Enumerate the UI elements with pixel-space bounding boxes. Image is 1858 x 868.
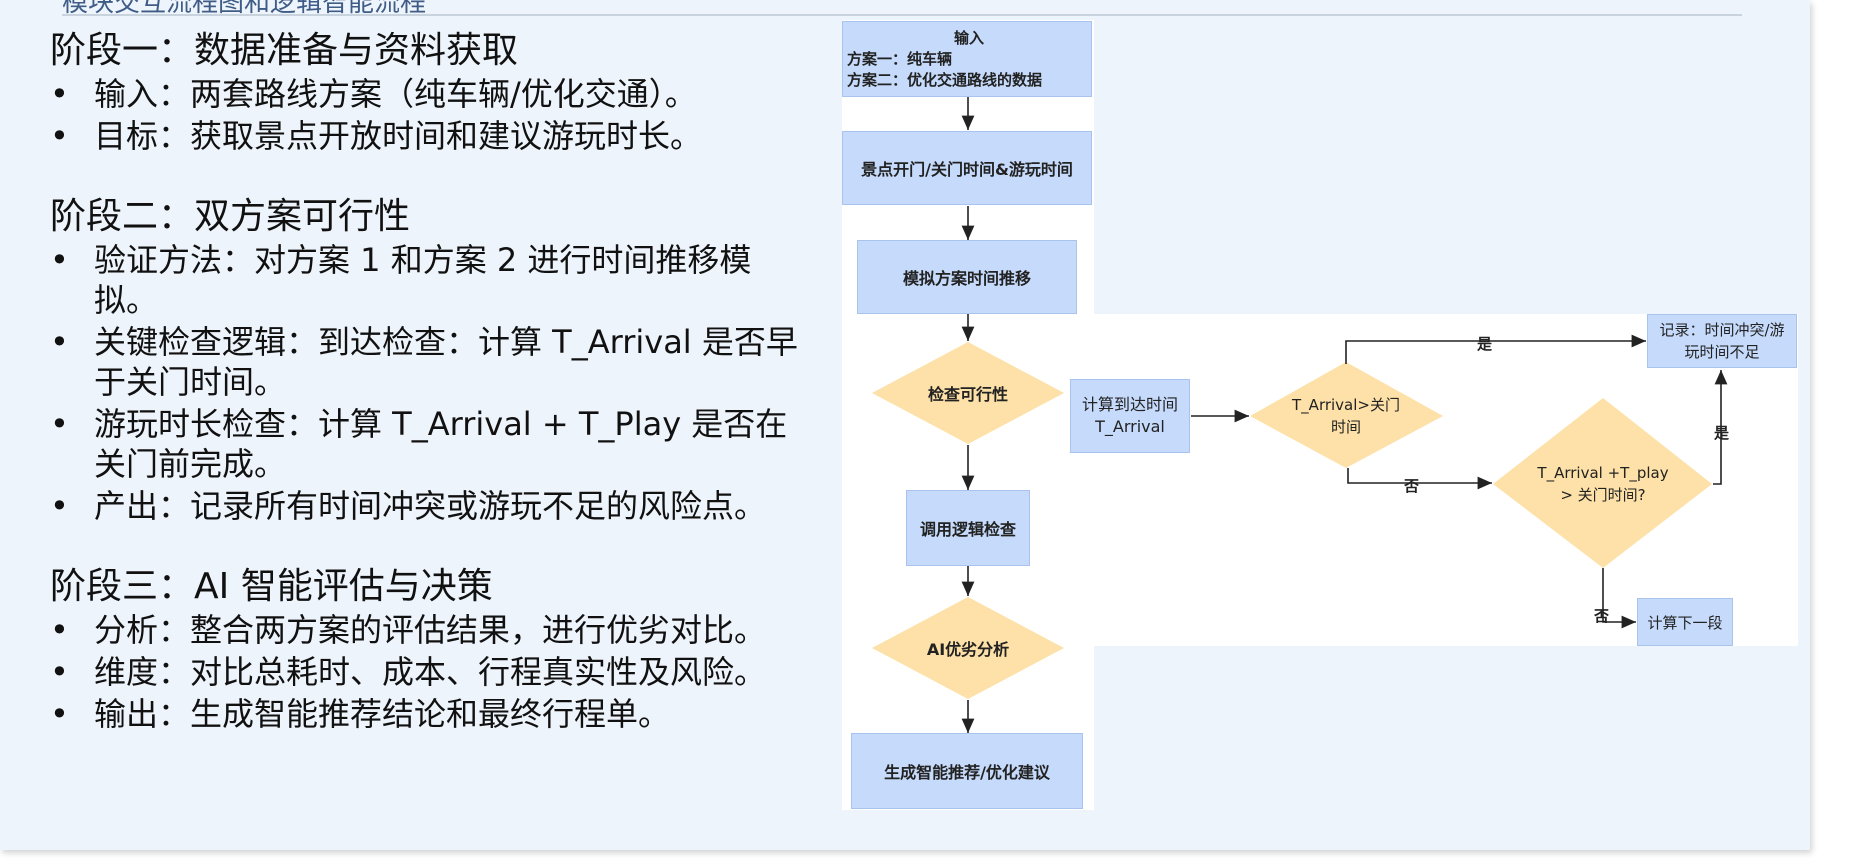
input-box-line-1: 方案一：纯车辆 bbox=[847, 49, 953, 68]
input-box-title: 输入 bbox=[953, 28, 984, 47]
label-play-no: 否 bbox=[1594, 607, 1610, 625]
stage-1-title: 阶段一：数据准备与资料获取 bbox=[50, 30, 519, 71]
arrow-play-yes bbox=[1713, 370, 1728, 485]
diamond-play-shape bbox=[1493, 398, 1712, 568]
bullet-dot-icon: • bbox=[50, 611, 69, 649]
input-box: 输入 方案一：纯车辆 方案二：优化交通路线的数据 bbox=[842, 21, 1092, 97]
stage-3-title: 阶段三：AI 智能评估与决策 bbox=[50, 566, 493, 607]
label-arrival-no: 否 bbox=[1404, 477, 1420, 495]
header-rule bbox=[62, 14, 1742, 16]
slide: 模块交互流程图和逻辑智能流程 阶段一：数据准备与资料获取 •输入：两套路线方案（… bbox=[0, 0, 1810, 850]
diamond-arrival-shape bbox=[1250, 362, 1443, 468]
step-simulate-box: 模拟方案时间推移 bbox=[857, 240, 1077, 314]
diamond-ai-label: AI优劣分析 bbox=[926, 640, 1010, 659]
header-title-fragment: 模块交互流程图和逻辑智能流程 bbox=[62, 0, 427, 18]
diamond-ai-shape bbox=[872, 597, 1064, 699]
step-logic-box: 调用逻辑检查 bbox=[906, 490, 1030, 566]
next-segment-box: 计算下一段 bbox=[1637, 598, 1733, 646]
stage-2-bullet: •游玩时长检查：计算 T_Arrival + T_Play 是否在关门前完成。 bbox=[50, 405, 788, 483]
record-box: 记录：时间冲突/游 玩时间不足 bbox=[1647, 314, 1797, 368]
stage-2-bullet: •产出：记录所有时间冲突或游玩不足的风险点。 bbox=[50, 487, 767, 525]
stage-1-bullets: •输入：两套路线方案（纯车辆/优化交通）。 •目标：获取景点开放时间和建议游玩时… bbox=[50, 74, 810, 156]
step-generate-box: 生成智能推荐/优化建议 bbox=[851, 733, 1083, 809]
stage-3-bullets: •分析：整合两方案的评估结果，进行优劣对比。 •维度：对比总耗时、成本、行程真实… bbox=[50, 610, 810, 734]
bullet-dot-icon: • bbox=[50, 323, 69, 361]
stage-2-bullet: •验证方法：对方案 1 和方案 2 进行时间推移模拟。 bbox=[50, 241, 752, 319]
bullet-dot-icon: • bbox=[50, 487, 69, 525]
input-box-line-2: 方案二：优化交通路线的数据 bbox=[847, 70, 1043, 89]
bullet-dot-icon: • bbox=[50, 117, 69, 155]
stage-1-bullet: •目标：获取景点开放时间和建议游玩时长。 bbox=[50, 117, 703, 155]
step-calc-arrival-box: 计算到达时间 T_Arrival bbox=[1070, 379, 1190, 453]
diamond-check-shape bbox=[872, 342, 1064, 444]
diamond-check-label: 检查可行性 bbox=[927, 385, 1008, 404]
arrow-arrival-yes bbox=[1345, 334, 1646, 364]
step-hours-box: 景点开门/关门时间&游玩时间 bbox=[842, 131, 1092, 205]
stage-text-column: 阶段一：数据准备与资料获取 •输入：两套路线方案（纯车辆/优化交通）。 •目标：… bbox=[50, 28, 810, 736]
stage-3-bullet: •维度：对比总耗时、成本、行程真实性及风险。 bbox=[50, 653, 767, 691]
flowchart: 输入 方案一：纯车辆 方案二：优化交通路线的数据 景点开门/关门时间&游玩时间 … bbox=[842, 20, 1798, 810]
label-arrival-yes: 是 bbox=[1477, 335, 1493, 353]
bullet-dot-icon: • bbox=[50, 653, 69, 691]
stage-2-bullet: •关键检查逻辑：到达检查：计算 T_Arrival 是否早于关门时间。 bbox=[50, 323, 798, 401]
bullet-dot-icon: • bbox=[50, 405, 69, 443]
diamond-play-label: T_Arrival +T_play > 关门时间? bbox=[1537, 464, 1669, 504]
flowchart-shapes bbox=[872, 96, 1728, 733]
arrow-arrival-no bbox=[1347, 468, 1492, 490]
bullet-dot-icon: • bbox=[50, 75, 69, 113]
stage-1-bullet: •输入：两套路线方案（纯车辆/优化交通）。 bbox=[50, 75, 697, 113]
stage-2-bullets: •验证方法：对方案 1 和方案 2 进行时间推移模拟。 •关键检查逻辑：到达检查… bbox=[50, 240, 810, 526]
bullet-dot-icon: • bbox=[50, 695, 69, 733]
stage-2-title: 阶段二：双方案可行性 bbox=[50, 196, 411, 237]
stage-3-bullet: •分析：整合两方案的评估结果，进行优劣对比。 bbox=[50, 611, 767, 649]
stage-3-bullet: •输出：生成智能推荐结论和最终行程单。 bbox=[50, 695, 671, 733]
arrow-play-no bbox=[1602, 568, 1636, 629]
diamond-arrival-label: T_Arrival>关门 时间 bbox=[1292, 396, 1400, 436]
bullet-dot-icon: • bbox=[50, 241, 69, 279]
label-play-yes: 是 bbox=[1714, 424, 1730, 442]
